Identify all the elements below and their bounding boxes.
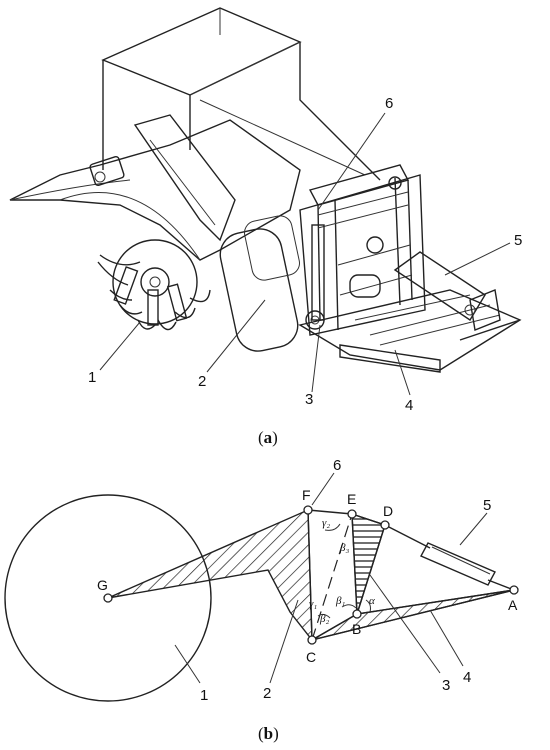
- rotor-circle: [4, 494, 212, 702]
- part-label-b-3: 3: [442, 677, 450, 694]
- point-label-F: F: [302, 487, 311, 503]
- point-label-B: B: [352, 621, 361, 637]
- angle-beta2: β₂: [319, 613, 329, 625]
- crank-housing: [219, 215, 300, 352]
- joint-B: [352, 609, 362, 619]
- point-label-A: A: [508, 597, 518, 613]
- part-label-5: 5: [514, 232, 522, 249]
- part-label-b-2: 2: [263, 685, 271, 702]
- caption-b: (b): [258, 724, 279, 743]
- cylinder-5: [384, 524, 515, 591]
- angle-alpha: α: [369, 595, 375, 607]
- point-label-G: G: [97, 577, 108, 593]
- joint-F: [303, 505, 313, 515]
- joint-C: [307, 635, 317, 645]
- base-frame: [298, 289, 522, 373]
- leader-lines-a: [99, 112, 511, 396]
- angle-labels: γ₂ β₃ γ₁ β₁ β₂ α: [309, 517, 375, 625]
- part-label-b-5: 5: [483, 497, 491, 514]
- linkage-frame: [299, 164, 426, 336]
- dashed-diagonal: [311, 513, 353, 641]
- part-label-6: 6: [385, 95, 393, 112]
- hydraulic-cylinder: [393, 251, 501, 331]
- part-label-b-6: 6: [333, 457, 341, 474]
- angle-beta1: β₁: [335, 595, 345, 607]
- angle-beta3: β₃: [339, 542, 349, 554]
- joint-A: [509, 585, 519, 595]
- point-label-D: D: [383, 503, 393, 519]
- part-label-4: 4: [405, 397, 413, 414]
- feed-chute: [9, 114, 301, 261]
- point-label-C: C: [306, 649, 316, 665]
- part-labels-a: 1 2 3 4 5 6: [88, 95, 522, 414]
- angle-gamma2: γ₂: [322, 517, 330, 529]
- joint-D: [380, 520, 390, 530]
- part-label-b-4: 4: [463, 669, 471, 686]
- joint-E: [347, 509, 357, 519]
- machine-drawing: 1 2 3 4 5 6 (a): [9, 7, 522, 447]
- rotor-tines: [97, 239, 211, 331]
- caption-a: (a): [258, 428, 278, 447]
- part-label-1: 1: [88, 369, 96, 386]
- point-label-E: E: [347, 491, 356, 507]
- part-label-2: 2: [198, 373, 206, 390]
- joint-G: [103, 593, 113, 603]
- motor-box: [89, 155, 125, 187]
- part-label-b-1: 1: [200, 687, 208, 704]
- hopper: [101, 7, 381, 181]
- crank-link: [107, 508, 313, 643]
- kinematic-diagram: G F E D A B C γ₂ β₃ γ₁ β₁ β₂ α 1: [4, 457, 519, 743]
- part-label-3: 3: [305, 391, 313, 408]
- point-labels: G F E D A B C: [97, 487, 518, 665]
- joints: [103, 505, 519, 645]
- angle-gamma1: γ₁: [309, 598, 317, 610]
- leader-lines-b: [174, 472, 488, 684]
- part-labels-b: 1 2 3 4 5 6: [200, 457, 491, 704]
